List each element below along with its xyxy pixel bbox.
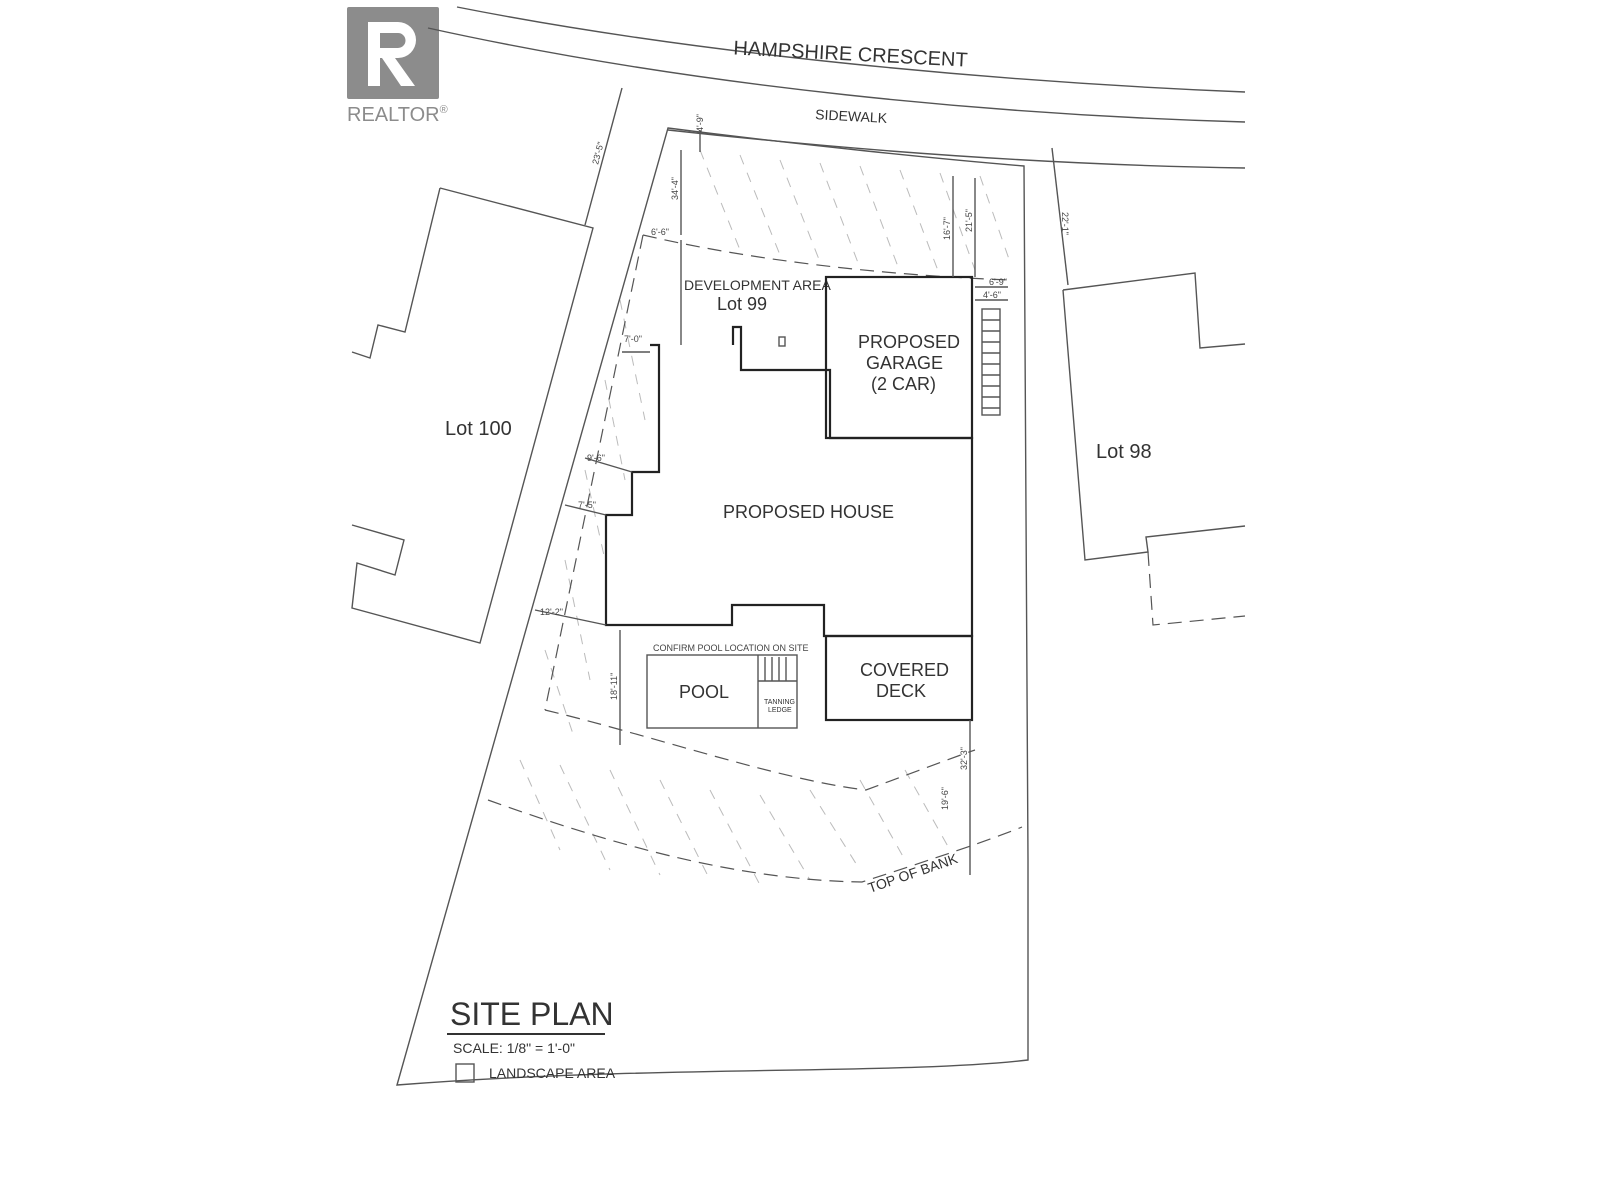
garage-label-3: (2 CAR) bbox=[871, 374, 936, 394]
landscape-hatching bbox=[519, 149, 1011, 886]
development-area-label: DEVELOPMENT AREA bbox=[684, 277, 831, 293]
street-curb-top bbox=[456, 6, 1246, 93]
deck-label-2: DECK bbox=[876, 681, 926, 701]
top-of-bank-line bbox=[487, 799, 1023, 883]
deck-label-1: COVERED bbox=[860, 660, 949, 680]
dim-4-6: 4'-6" bbox=[983, 290, 1001, 300]
legend-landscape-swatch bbox=[455, 1063, 475, 1083]
garage-stairs bbox=[981, 308, 1001, 416]
garage-label-1: PROPOSED bbox=[858, 332, 960, 352]
dim-16-7: 16'-7" bbox=[942, 217, 952, 240]
development-area-left bbox=[544, 234, 644, 711]
sidewalk-edge bbox=[667, 129, 1246, 169]
dim-6-6: 6'-6" bbox=[651, 227, 669, 237]
lot-99-label: Lot 99 bbox=[717, 294, 767, 314]
dim-6-9: 6'-9" bbox=[989, 277, 1007, 287]
dim-12-2: 12'-2" bbox=[540, 607, 563, 617]
lot-98-building bbox=[1062, 272, 1246, 349]
top-of-bank-label: TOP OF BANK bbox=[866, 850, 960, 896]
street-name: HAMPSHIRE CRESCENT bbox=[733, 37, 968, 71]
dim-7-0: 7'-0" bbox=[624, 334, 642, 344]
dim-22-1: 22'-1" bbox=[1060, 212, 1070, 235]
house-label: PROPOSED HOUSE bbox=[723, 502, 894, 522]
street-curb-bottom bbox=[427, 27, 1246, 123]
dim-7-5: 7'-5" bbox=[578, 500, 596, 510]
pool bbox=[646, 654, 798, 729]
lot-100-building-notch bbox=[351, 187, 441, 359]
house-small-square bbox=[778, 336, 786, 347]
pool-label: POOL bbox=[679, 682, 729, 702]
dim-34-4: 34'-4" bbox=[670, 177, 680, 200]
development-area-bottom bbox=[544, 709, 976, 791]
legend-landscape-label: LANDSCAPE AREA bbox=[489, 1065, 616, 1081]
realtor-r-logo bbox=[368, 22, 416, 86]
dim-19-6: 19'-6" bbox=[940, 787, 950, 810]
lot-line-right bbox=[1051, 147, 1069, 286]
lot-98-dashed bbox=[1147, 551, 1246, 626]
pool-steps bbox=[758, 657, 797, 682]
lot-98-building-lower bbox=[1062, 289, 1246, 561]
realtor-wordmark: REALTOR® bbox=[347, 104, 448, 126]
pool-note: CONFIRM POOL LOCATION ON SITE bbox=[653, 643, 809, 653]
tanning-label-1: TANNING bbox=[764, 699, 795, 706]
covered-deck bbox=[824, 634, 974, 722]
lot-99-boundary bbox=[396, 127, 1029, 1086]
sidewalk-label: SIDEWALK bbox=[815, 106, 888, 126]
lot-line-left bbox=[584, 87, 623, 226]
dim-21-5: 21'-5" bbox=[964, 209, 974, 232]
development-area-boundary bbox=[642, 234, 1011, 281]
lot-100-label: Lot 100 bbox=[445, 418, 512, 440]
garage-label-2: GARAGE bbox=[866, 353, 943, 373]
dim-32-3: 32'-3" bbox=[959, 747, 969, 770]
dim-9-6: 9'-6" bbox=[587, 453, 605, 463]
dim-18-11: 18'-11" bbox=[609, 673, 619, 700]
lot-100-building bbox=[351, 187, 594, 644]
realtor-logo: REALTOR® bbox=[347, 7, 448, 126]
tanning-label-2: LEDGE bbox=[768, 707, 792, 714]
site-plan-title: SITE PLAN bbox=[450, 996, 614, 1032]
lot-98-label: Lot 98 bbox=[1096, 441, 1152, 463]
dim-4-9: 4'-9" bbox=[695, 114, 705, 132]
scale-label: SCALE: 1/8" = 1'-0" bbox=[453, 1040, 575, 1056]
dim-23-5: 23'-5" bbox=[590, 141, 606, 166]
